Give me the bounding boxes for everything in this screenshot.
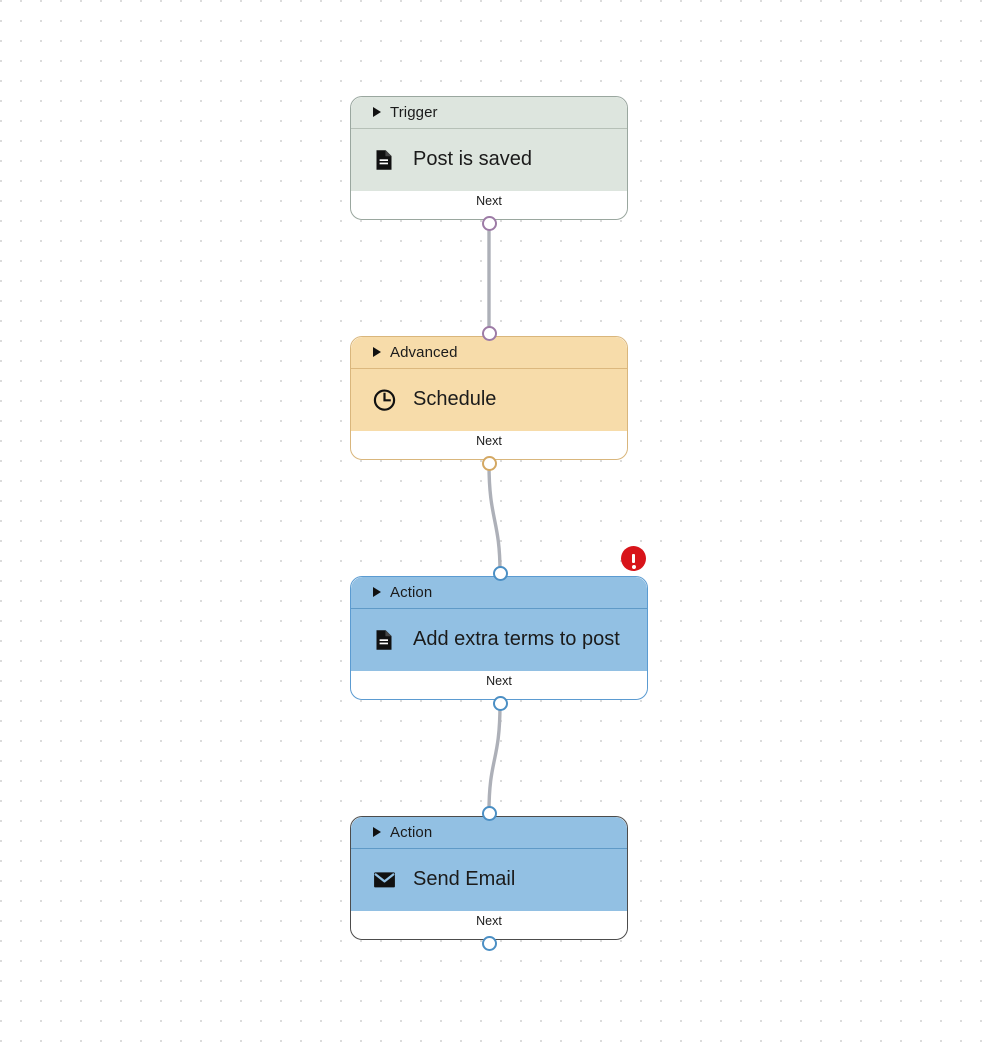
node-title: Send Email — [413, 868, 516, 891]
disclosure-triangle-icon[interactable] — [373, 347, 381, 358]
node-body[interactable]: Add extra terms to post — [351, 608, 647, 671]
edge-advanced-to-action1[interactable] — [487, 462, 502, 574]
node-header[interactable]: Trigger — [351, 97, 627, 128]
port-action1-in[interactable] — [492, 565, 508, 581]
port-action2-in[interactable] — [481, 805, 497, 821]
envelope-icon — [371, 867, 397, 893]
node-kind-label: Action — [390, 583, 433, 601]
document-icon — [371, 627, 397, 653]
node-header[interactable]: Action — [351, 817, 627, 848]
port-action2-out[interactable] — [481, 935, 497, 951]
port-trigger-out[interactable] — [481, 215, 497, 231]
node-kind-label: Action — [390, 823, 433, 841]
node-body[interactable]: Post is saved — [351, 128, 627, 191]
node-kind-label: Trigger — [390, 103, 438, 121]
node-divider — [351, 607, 647, 609]
disclosure-triangle-icon[interactable] — [373, 827, 381, 838]
node-title: Add extra terms to post — [413, 628, 620, 651]
node-divider — [351, 367, 627, 369]
document-icon — [371, 147, 397, 173]
next-label: Next — [486, 673, 512, 688]
port-advanced-out[interactable] — [481, 455, 497, 471]
node-title: Post is saved — [413, 148, 532, 171]
node-title: Schedule — [413, 388, 497, 411]
disclosure-triangle-icon[interactable] — [373, 107, 381, 118]
node-divider — [351, 847, 627, 849]
port-action1-out[interactable] — [492, 695, 508, 711]
port-advanced-in[interactable] — [481, 325, 497, 341]
node-footer-next[interactable]: Next — [351, 910, 627, 939]
node-header[interactable]: Advanced — [351, 337, 627, 368]
edge-action1-to-action2[interactable] — [487, 702, 502, 814]
clock-icon — [371, 387, 397, 413]
node-footer-next[interactable]: Next — [351, 670, 647, 699]
node-footer-next[interactable]: Next — [351, 190, 627, 219]
next-label: Next — [476, 913, 502, 928]
next-label: Next — [476, 193, 502, 208]
node-body[interactable]: Schedule — [351, 368, 627, 431]
node-header[interactable]: Action — [351, 577, 647, 608]
error-badge-icon[interactable] — [621, 546, 646, 571]
exclamation-glyph — [631, 553, 636, 569]
disclosure-triangle-icon[interactable] — [373, 587, 381, 598]
node-divider — [351, 127, 627, 129]
node-body[interactable]: Send Email — [351, 848, 627, 911]
next-label: Next — [476, 433, 502, 448]
node-footer-next[interactable]: Next — [351, 430, 627, 459]
node-kind-label: Advanced — [390, 343, 458, 361]
